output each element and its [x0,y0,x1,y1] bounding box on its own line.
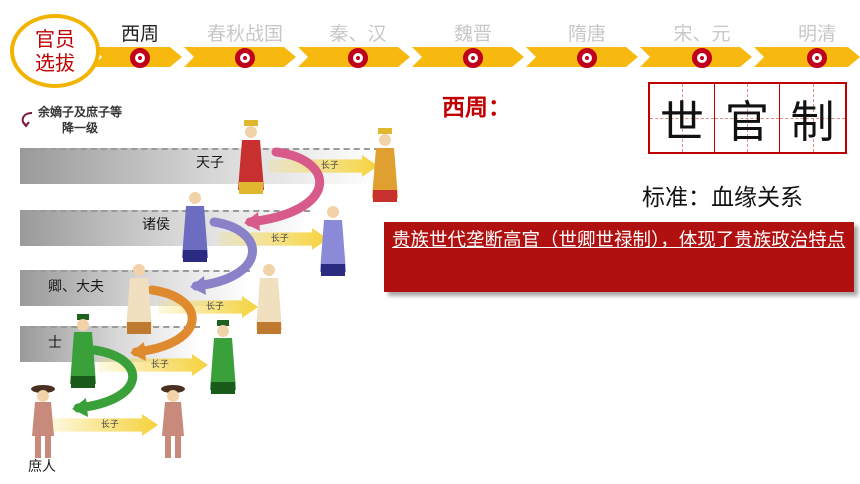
summary-box: 贵族世代垄断高官（世卿世禄制），体现了贵族政治特点 [384,222,854,292]
curve-arrowhead [244,212,260,231]
period-heading: 西周： [442,95,511,121]
badge-line-2: 选拔 [35,51,75,75]
commoner-figure [31,385,55,458]
rank-label-shuren: 庶人 [28,459,56,475]
system-char: 世 [660,97,704,148]
legend-line-1: 余嫡子及庶子等 [38,105,123,119]
summary-text: 贵族世代垄断高官（世卿世禄制），体现了贵族政治特点 [392,230,846,251]
demotion-curve-shi [73,345,138,413]
timeline-node-chunqiu-zhanguo[interactable] [235,48,255,68]
system-char-cell: 官 [715,84,780,152]
demotion-curves [72,147,325,417]
rank-label-qing-dafu: 卿、大夫 [48,279,104,295]
arrow-label: 长子 [270,234,289,244]
era-chunqiu-zhanguo[interactable]: 春秋战国 [206,23,284,45]
noble-figure [182,192,208,262]
timeline-node-mingqing[interactable] [807,48,827,68]
system-char-cell: 制 [780,84,845,152]
system-char-cell: 世 [650,84,715,152]
demotion-curve-tianzi [245,147,325,227]
curve-arrowhead [190,276,206,295]
era-suitang[interactable]: 隋唐 [567,23,607,45]
era-xizhou[interactable]: 西周 [120,23,160,45]
arrow-label: 长子 [320,161,339,171]
era-song-yuan[interactable]: 宋、元 [673,23,731,45]
minister-heir-figure [256,264,282,334]
system-char: 制 [790,97,835,148]
emperor-figure [238,120,264,194]
selection-standard: 标准：血缘关系 [642,185,803,211]
noble-heir-figure [320,206,346,276]
commoner-heir-figure [161,385,185,458]
arrow-label: 长子 [100,420,119,430]
curve-arrowhead [72,398,88,417]
system-name-grid: 世 官 制 [648,82,847,154]
timeline-node-suitang[interactable] [577,48,597,68]
system-char: 官 [725,97,769,148]
scholar-figure [70,314,96,388]
timeline-labels: 西周 春秋战国 秦、汉 魏晋 隋唐 宋、元 明清 [0,19,860,47]
demotion-curve-zhuhou [191,217,257,291]
badge-line-1: 官员 [35,27,75,51]
rank-label-zhuhou: 诸侯 [142,217,170,233]
enfeoffment-diagram: 余嫡子及庶子等 降一级 天子 诸侯 卿、大夫 士 庶人 长子 长子 长子 长子 … [18,100,418,484]
timeline-node-xizhou[interactable] [130,48,150,68]
minister-figure [126,264,152,334]
timeline-node-song-yuan[interactable] [692,48,712,68]
timeline-node-qin-han[interactable] [348,48,368,68]
timeline-node-weijin[interactable] [463,48,483,68]
eldest-son-arrow: 长子 [48,414,158,436]
diagram-legend: 余嫡子及庶子等 降一级 [38,104,122,136]
topic-badge: 官员 选拔 [10,14,100,88]
era-qin-han[interactable]: 秦、汉 [329,23,387,45]
curve-arrowhead [130,342,146,361]
arrow-label: 长子 [206,302,225,312]
arrow-label: 长子 [150,360,169,370]
rank-label-tianzi: 天子 [196,155,224,171]
era-mingqing[interactable]: 明清 [797,23,837,45]
demotion-curve-qing-dafu [131,285,197,357]
emperor-heir-figure [372,128,398,202]
scholar-heir-figure [210,320,236,394]
rank-label-shi: 士 [48,335,62,351]
legend-line-2: 降一级 [62,121,99,135]
curved-arrow-icon [21,112,33,128]
era-weijin[interactable]: 魏晋 [453,23,493,45]
